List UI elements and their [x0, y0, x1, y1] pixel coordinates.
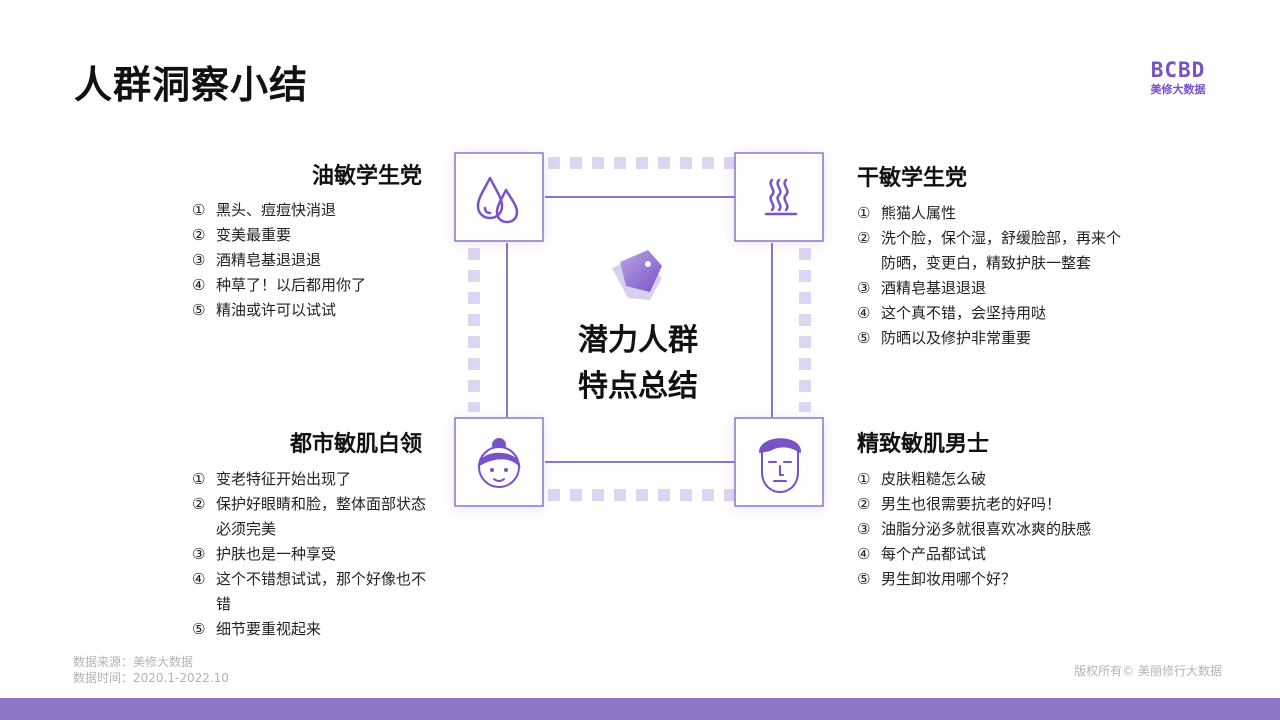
- persona-title-oily-student: 油敏学生党: [311, 164, 422, 189]
- center-line-1: 潜力人群: [578, 323, 698, 358]
- data-source-note: 数据来源：美修大数据 数据时间：2020.1-2022.10: [73, 654, 229, 686]
- data-source: 数据来源：美修大数据: [73, 655, 194, 669]
- center-line-2: 特点总结: [578, 369, 698, 404]
- persona-title-refined-men: 精致敏肌男士: [857, 432, 990, 457]
- logo-subtitle: 美修大数据: [1150, 83, 1206, 96]
- persona-title-urban-office-worker: 都市敏肌白领: [289, 432, 422, 457]
- page-title: 人群洞察小结: [74, 63, 309, 107]
- copyright: 版权所有© 美丽修行大数据: [1074, 664, 1222, 678]
- corner-box-top-right: [734, 152, 824, 242]
- data-time: 数据时间：2020.1-2022.10: [73, 671, 229, 685]
- center-summary: 潜力人群 特点总结: [560, 318, 716, 410]
- steam-heat-icon: [764, 178, 798, 216]
- persona-title-dry-student: 干敏学生党: [857, 166, 968, 191]
- tag-icon: [612, 250, 662, 300]
- brand-logo: BCBD 美修大数据: [1140, 58, 1216, 97]
- bottom-accent-bar: [0, 698, 1280, 720]
- woman-face-icon: [477, 438, 521, 488]
- corner-box-top-left: [454, 152, 544, 242]
- water-drops-icon: [476, 176, 519, 224]
- corner-box-bottom-left: [454, 417, 544, 507]
- man-face-icon: [759, 438, 801, 493]
- logo-mark: BCBD: [1150, 58, 1206, 82]
- corner-box-bottom-right: [734, 417, 824, 507]
